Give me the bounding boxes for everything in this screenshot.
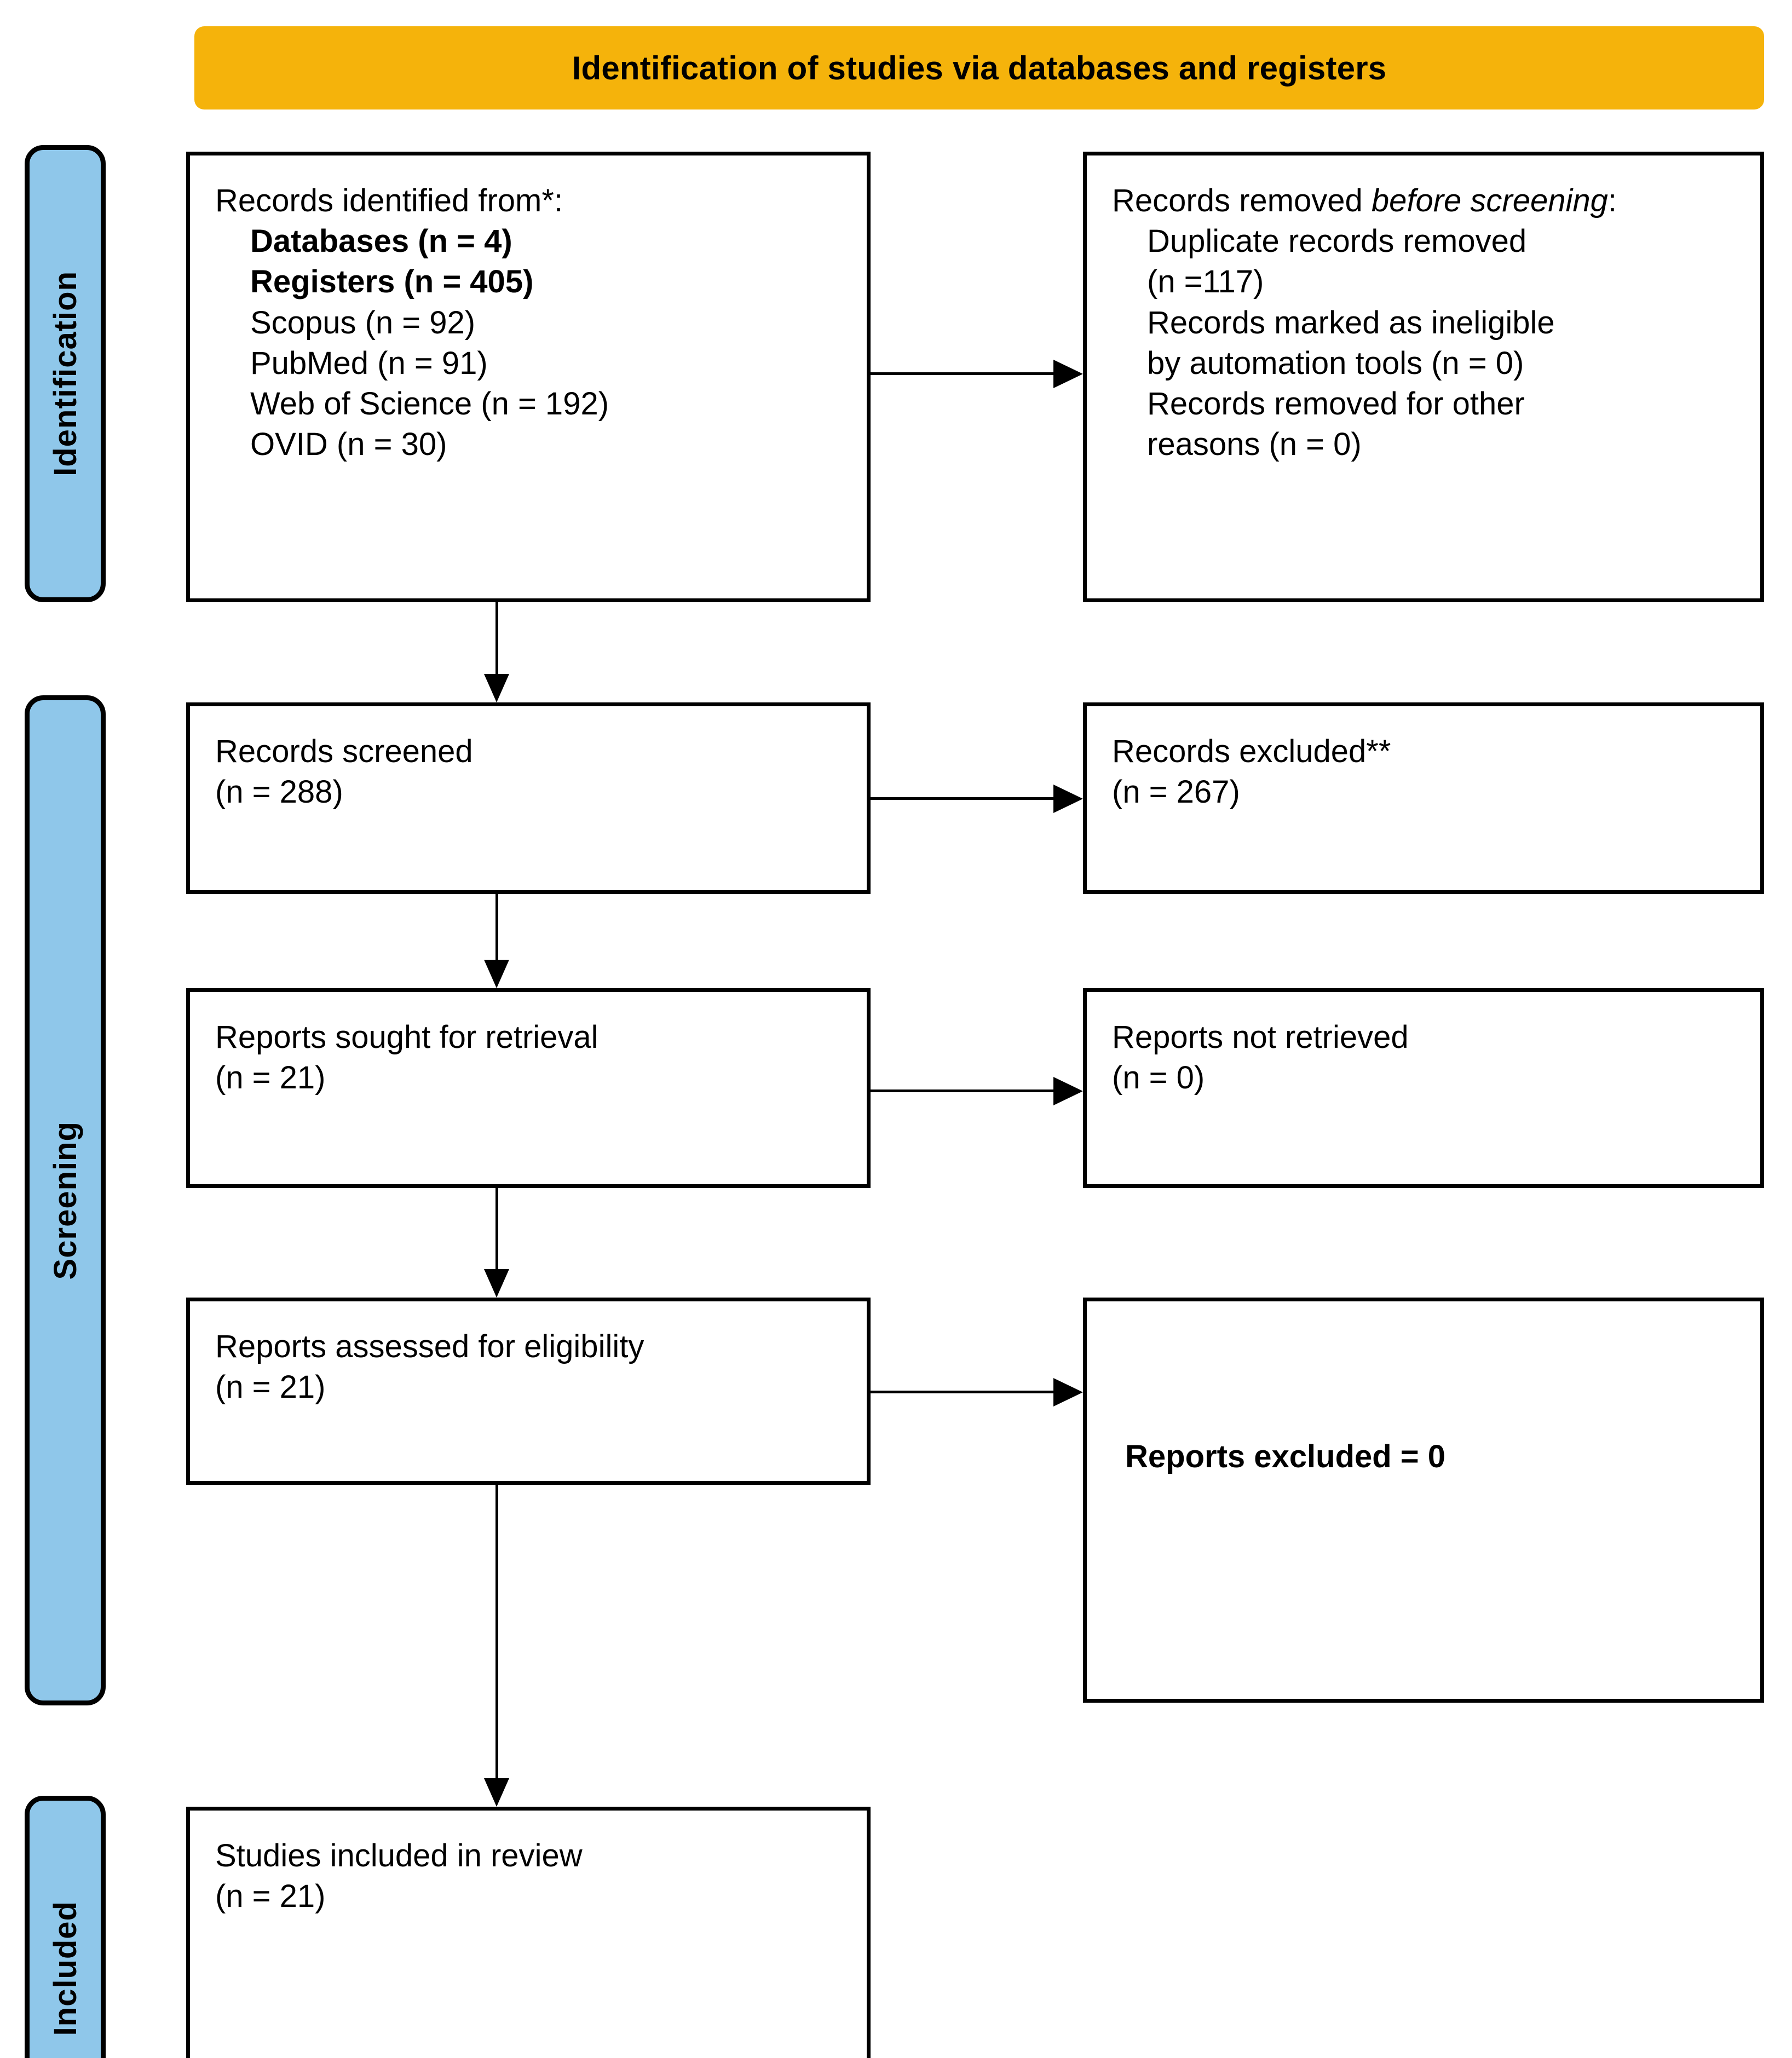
- stage-sidebar-screening: Screening: [25, 695, 106, 1705]
- records-removed-text: Records removed before screening: Duplic…: [1112, 181, 1738, 465]
- reports-assessed-text: Reports assessed for eligibility (n = 21…: [215, 1327, 845, 1408]
- records-identified-text: Records identified from*: Databases (n =…: [215, 181, 845, 465]
- reports-sought-count: (n = 21): [215, 1060, 326, 1096]
- records-removed-duplicates-count: (n =117): [1147, 264, 1264, 300]
- box-reports-sought-for-retrieval: Reports sought for retrieval (n = 21): [186, 988, 871, 1188]
- records-removed-heading-italic: before screening: [1371, 183, 1608, 218]
- stage-sidebar-included: Included: [25, 1796, 106, 2058]
- arrow-screened-to-sought: [484, 894, 509, 988]
- reports-sought-text: Reports sought for retrieval (n = 21): [215, 1017, 845, 1098]
- records-removed-heading-prefix: Records removed: [1112, 183, 1372, 218]
- records-identified-web-of-science: Web of Science (n = 192): [250, 386, 609, 422]
- stage-label-identification: Identification: [47, 271, 83, 476]
- studies-included-count: (n = 21): [215, 1878, 326, 1915]
- records-identified-registers: Registers (n = 405): [250, 264, 534, 300]
- arrow-identified-to-screened: [484, 602, 509, 702]
- records-removed-other-label: Records removed for other: [1147, 386, 1525, 422]
- records-identified-pubmed: PubMed (n = 91): [250, 345, 488, 381]
- reports-sought-label: Reports sought for retrieval: [215, 1019, 598, 1055]
- box-reports-assessed-for-eligibility: Reports assessed for eligibility (n = 21…: [186, 1298, 871, 1485]
- arrow-sought-to-assessed: [484, 1188, 509, 1298]
- records-excluded-count: (n = 267): [1112, 774, 1240, 810]
- records-removed-automation-count: by automation tools (n = 0): [1147, 345, 1524, 381]
- arrow-head-right-icon: [1053, 1378, 1083, 1406]
- arrow-shaft: [871, 1391, 1053, 1393]
- arrow-head-right-icon: [1053, 1077, 1083, 1105]
- box-records-identified: Records identified from*: Databases (n =…: [186, 152, 871, 602]
- arrow-head-right-icon: [1053, 785, 1083, 813]
- banner-title: Identification of studies via databases …: [572, 49, 1387, 87]
- reports-not-retrieved-label: Reports not retrieved: [1112, 1019, 1409, 1055]
- reports-assessed-label: Reports assessed for eligibility: [215, 1329, 644, 1364]
- reports-assessed-count: (n = 21): [215, 1369, 326, 1405]
- records-screened-label: Records screened: [215, 734, 473, 769]
- diagram-header-banner: Identification of studies via databases …: [194, 26, 1764, 109]
- arrow-shaft: [871, 797, 1053, 800]
- records-removed-other-count: reasons (n = 0): [1147, 426, 1362, 463]
- records-screened-text: Records screened (n = 288): [215, 731, 845, 812]
- arrow-screened-to-excluded: [871, 785, 1083, 813]
- records-identified-heading: Records identified from*:: [215, 183, 563, 218]
- arrow-assessed-to-reports-excluded: [871, 1378, 1083, 1406]
- arrow-shaft: [495, 1188, 498, 1269]
- reports-not-retrieved-count: (n = 0): [1112, 1060, 1205, 1096]
- arrow-head-down-icon: [484, 674, 509, 702]
- box-records-screened: Records screened (n = 288): [186, 702, 871, 894]
- arrow-assessed-to-included: [484, 1485, 509, 1807]
- reports-not-retrieved-text: Reports not retrieved (n = 0): [1112, 1017, 1738, 1098]
- stage-label-screening: Screening: [47, 1121, 83, 1280]
- records-removed-heading-suffix: :: [1607, 183, 1617, 218]
- records-excluded-text: Records excluded** (n = 267): [1112, 731, 1738, 812]
- studies-included-label: Studies included in review: [215, 1838, 583, 1873]
- studies-included-text: Studies included in review (n = 21): [215, 1836, 845, 1917]
- arrow-shaft: [495, 894, 498, 960]
- stage-label-included: Included: [47, 1900, 83, 2036]
- box-studies-included-in-review: Studies included in review (n = 21): [186, 1807, 871, 2058]
- box-reports-excluded: Reports excluded = 0: [1083, 1298, 1764, 1703]
- records-identified-scopus: Scopus (n = 92): [250, 304, 476, 341]
- stage-sidebar-identification: Identification: [25, 145, 106, 602]
- arrow-shaft: [871, 1089, 1053, 1092]
- arrow-head-down-icon: [484, 1778, 509, 1807]
- arrow-head-down-icon: [484, 1269, 509, 1298]
- records-excluded-label: Records excluded**: [1112, 734, 1391, 769]
- arrow-shaft: [495, 602, 498, 674]
- arrow-shaft: [495, 1485, 498, 1778]
- arrow-identified-to-removed: [871, 360, 1083, 388]
- reports-excluded-label: Reports excluded = 0: [1125, 1439, 1446, 1474]
- arrow-sought-to-not-retrieved: [871, 1077, 1083, 1105]
- arrow-head-down-icon: [484, 960, 509, 988]
- records-screened-count: (n = 288): [215, 774, 343, 810]
- box-records-excluded: Records excluded** (n = 267): [1083, 702, 1764, 894]
- records-identified-ovid: OVID (n = 30): [250, 426, 447, 463]
- records-identified-databases: Databases (n = 4): [250, 223, 512, 260]
- records-removed-ineligible-label: Records marked as ineligible: [1147, 304, 1555, 341]
- arrow-shaft: [871, 372, 1053, 375]
- box-reports-not-retrieved: Reports not retrieved (n = 0): [1083, 988, 1764, 1188]
- arrow-head-right-icon: [1053, 360, 1083, 388]
- records-removed-duplicates-label: Duplicate records removed: [1147, 223, 1527, 260]
- box-records-removed-before-screening: Records removed before screening: Duplic…: [1083, 152, 1764, 602]
